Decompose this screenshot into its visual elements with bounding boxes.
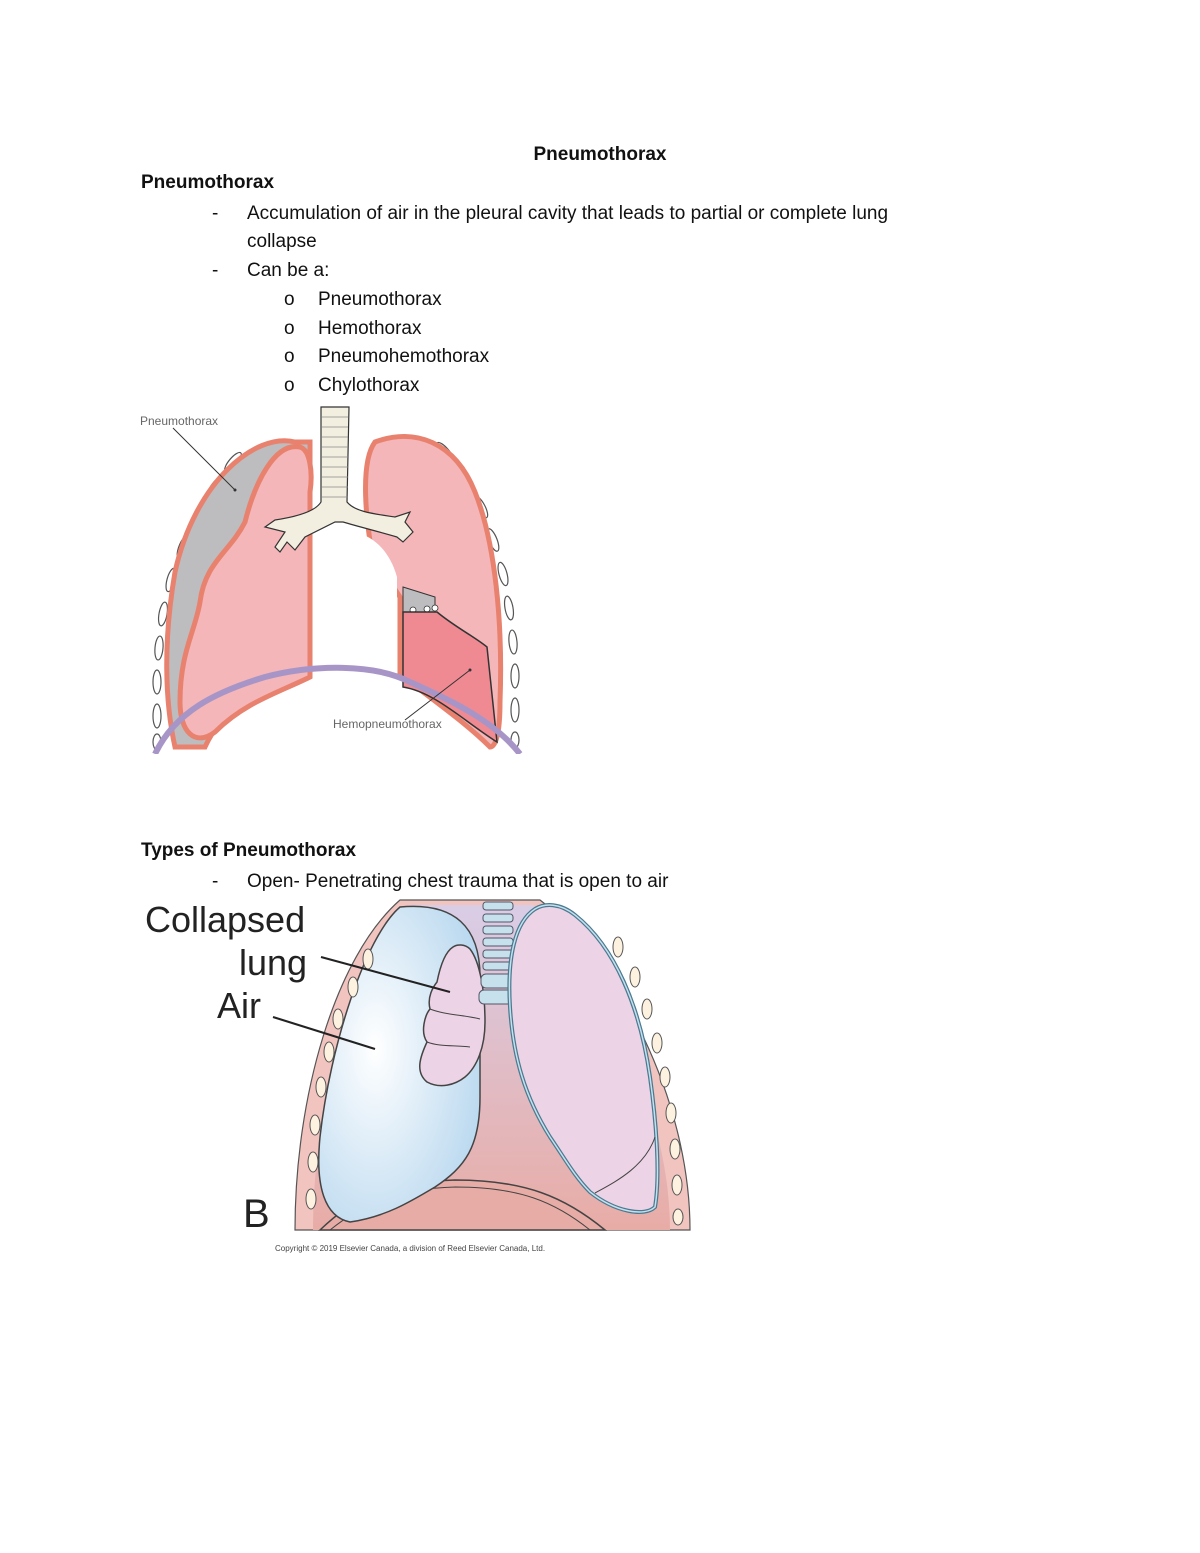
figure1-label-pneumothorax: Pneumothorax: [140, 414, 218, 428]
bullet-marker: -: [212, 260, 219, 281]
bullet-open-pneumothorax: - Open- Penetrating chest trauma that is …: [212, 868, 1037, 896]
section-heading-pneumothorax: Pneumothorax: [141, 172, 275, 193]
bullet-text: Can be a:: [247, 260, 330, 281]
sub-bullet-text: Chylothorax: [318, 375, 420, 396]
bullet-text: Open- Penetrating chest trauma that is o…: [247, 871, 669, 892]
section-heading-types: Types of Pneumothorax: [141, 840, 357, 861]
sub-bullet-pneumothorax: o Pneumothorax: [284, 286, 442, 314]
figure2-copyright: Copyright © 2019 Elsevier Canada, a divi…: [275, 1244, 545, 1253]
figure2-label-collapsed: Collapsed: [145, 899, 305, 940]
figure-open-pneumothorax: Collapsed lung Air B Copyright © 2019 El…: [135, 897, 715, 1267]
sub-bullet-marker: o: [284, 375, 295, 396]
sub-bullet-hemothorax: o Hemothorax: [284, 315, 422, 343]
sub-bullet-marker: o: [284, 289, 295, 310]
sub-bullet-text: Pneumohemothorax: [318, 346, 490, 367]
sub-bullet-marker: o: [284, 318, 295, 339]
sub-bullet-pneumohemothorax: o Pneumohemothorax: [284, 343, 489, 371]
bullet-text-continuation: collapse: [247, 231, 317, 252]
page-title: Pneumothorax: [533, 144, 667, 165]
figure-pneumothorax-hemopneumothorax: Pneumothorax Hemopneumothorax: [135, 402, 535, 754]
figure2-label-air: Air: [217, 985, 261, 1026]
sub-bullet-chylothorax: o Chylothorax: [284, 372, 419, 400]
bullet-can-be: - Can be a:: [212, 257, 1037, 285]
bullet-marker: -: [212, 203, 219, 224]
bullet-text: Accumulation of air in the pleural cavit…: [247, 203, 889, 224]
bullet-marker: -: [212, 871, 219, 892]
figure1-label-hemopneumothorax: Hemopneumothorax: [333, 717, 442, 731]
figure2-panel-letter: B: [243, 1192, 270, 1236]
bullet-definition: - Accumulation of air in the pleural cavi…: [212, 200, 1037, 256]
sub-bullet-text: Hemothorax: [318, 318, 422, 339]
figure2-label-lung: lung: [239, 942, 307, 983]
sub-bullet-text: Pneumothorax: [318, 289, 442, 310]
sub-bullet-marker: o: [284, 346, 295, 367]
